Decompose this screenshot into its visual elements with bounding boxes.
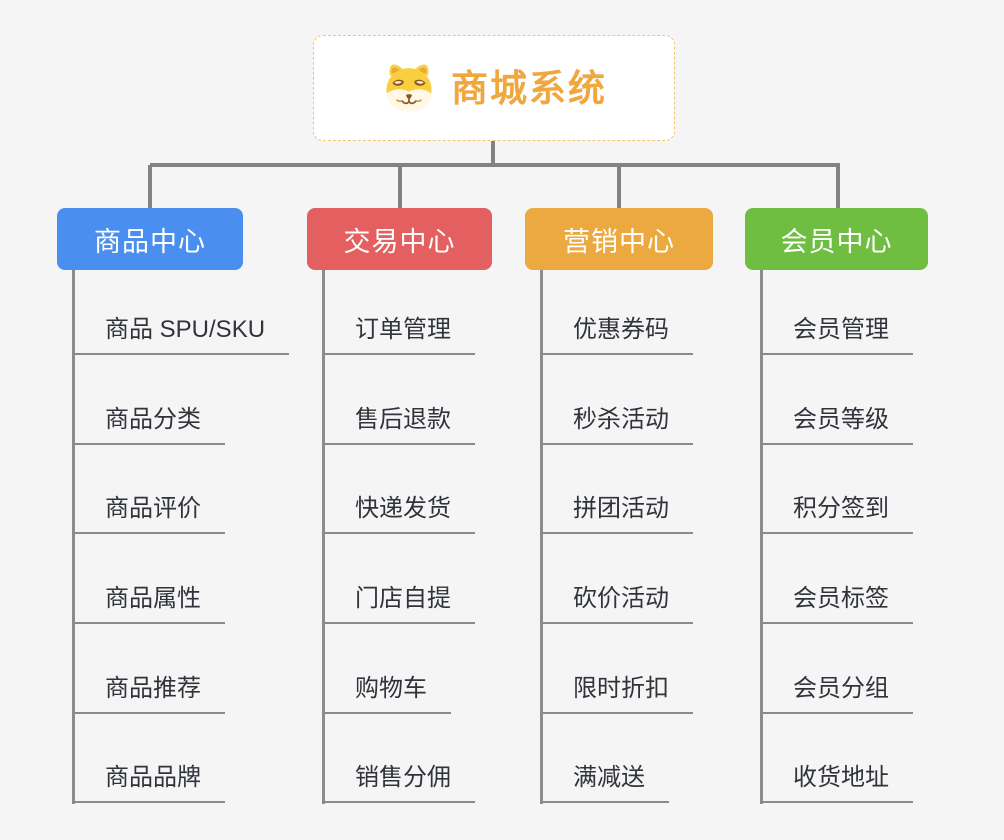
branch-connector-line: [322, 270, 325, 804]
leaf-node[interactable]: 门店自提: [323, 584, 475, 624]
branch-connector-line: [540, 270, 543, 804]
leaf-node[interactable]: 快递发货: [323, 494, 475, 534]
leaf-node[interactable]: 销售分佣: [323, 763, 475, 803]
leaf-label: 优惠券码: [573, 316, 669, 343]
branch-connector-line: [72, 270, 75, 804]
leaf-label: 满减送: [573, 764, 645, 791]
leaf-node[interactable]: 会员管理: [761, 315, 913, 355]
leaf-label: 销售分佣: [355, 764, 451, 791]
leaf-label: 拼团活动: [573, 495, 669, 522]
branch-node-marketing[interactable]: 营销中心: [525, 208, 713, 270]
leaf-node[interactable]: 秒杀活动: [541, 405, 693, 445]
leaf-node[interactable]: 商品属性: [73, 584, 225, 624]
leaf-node[interactable]: 砍价活动: [541, 584, 693, 624]
leaf-label: 快递发货: [355, 495, 451, 522]
leaf-label: 购物车: [355, 675, 427, 702]
branch-label: 商品中心: [94, 226, 206, 257]
branch-label: 营销中心: [563, 226, 675, 257]
connector-root-drop: [491, 140, 495, 167]
leaf-label: 砍价活动: [573, 585, 669, 612]
leaf-label: 限时折扣: [573, 675, 669, 702]
leaf-node[interactable]: 购物车: [323, 674, 451, 714]
leaf-node[interactable]: 商品分类: [73, 405, 225, 445]
leaf-label: 商品 SPU/SKU: [105, 316, 266, 343]
leaf-label: 收货地址: [793, 764, 889, 791]
leaf-node[interactable]: 售后退款: [323, 405, 475, 445]
branch-column-member: 会员中心 会员管理 会员等级 积分签到 会员标签 会员分组 收货地址: [745, 208, 975, 808]
leaf-label: 积分签到: [793, 495, 889, 522]
leaf-label: 商品属性: [105, 585, 201, 612]
branch-column-marketing: 营销中心 优惠券码 秒杀活动 拼团活动 砍价活动 限时折扣 满减送: [525, 208, 755, 808]
leaf-node[interactable]: 订单管理: [323, 315, 475, 355]
leaf-node[interactable]: 满减送: [541, 763, 669, 803]
leaf-label: 订单管理: [355, 316, 451, 343]
leaf-label: 门店自提: [355, 585, 451, 612]
leaf-node[interactable]: 优惠券码: [541, 315, 693, 355]
branch-node-trade[interactable]: 交易中心: [307, 208, 492, 270]
connector-drop-products: [148, 165, 152, 210]
leaf-node[interactable]: 积分签到: [761, 494, 913, 534]
leaf-label: 会员等级: [793, 406, 889, 433]
leaf-label: 商品分类: [105, 406, 201, 433]
branch-label: 交易中心: [343, 226, 456, 257]
branch-connector-line: [760, 270, 763, 804]
leaf-node[interactable]: 商品 SPU/SKU: [73, 315, 290, 355]
leaf-node[interactable]: 商品评价: [73, 494, 225, 534]
branch-column-trade: 交易中心 订单管理 售后退款 快递发货 门店自提 购物车 销售分佣: [307, 208, 537, 808]
leaf-label: 会员管理: [793, 316, 889, 343]
leaf-node[interactable]: 商品品牌: [73, 763, 225, 803]
leaf-label: 商品评价: [105, 495, 201, 522]
root-node[interactable]: 商城系统: [313, 35, 675, 141]
root-title: 商城系统: [451, 67, 607, 109]
leaf-label: 秒杀活动: [573, 406, 669, 433]
connector-drop-marketing: [617, 165, 621, 210]
branch-node-member[interactable]: 会员中心: [745, 208, 928, 270]
branch-node-products[interactable]: 商品中心: [57, 208, 243, 270]
leaf-node[interactable]: 会员标签: [761, 584, 913, 624]
leaf-label: 售后退款: [355, 406, 451, 433]
leaf-label: 商品品牌: [105, 764, 201, 791]
connector-drop-member: [836, 165, 840, 210]
leaf-node[interactable]: 会员分组: [761, 674, 913, 714]
leaf-label: 商品推荐: [105, 675, 201, 702]
leaf-label: 会员标签: [793, 585, 889, 612]
leaf-node[interactable]: 拼团活动: [541, 494, 693, 534]
leaf-node[interactable]: 收货地址: [761, 763, 913, 803]
shiba-dog-icon: [386, 64, 432, 112]
leaf-node[interactable]: 商品推荐: [73, 674, 225, 714]
leaf-node[interactable]: 限时折扣: [541, 674, 693, 714]
connector-drop-trade: [398, 165, 402, 210]
branch-column-products: 商品中心 商品 SPU/SKU 商品分类 商品评价 商品属性 商品推荐 商品品牌: [57, 208, 307, 808]
branch-label: 会员中心: [780, 226, 893, 257]
leaf-node[interactable]: 会员等级: [761, 405, 913, 445]
leaf-label: 会员分组: [793, 675, 889, 702]
connector-bus: [150, 163, 840, 167]
